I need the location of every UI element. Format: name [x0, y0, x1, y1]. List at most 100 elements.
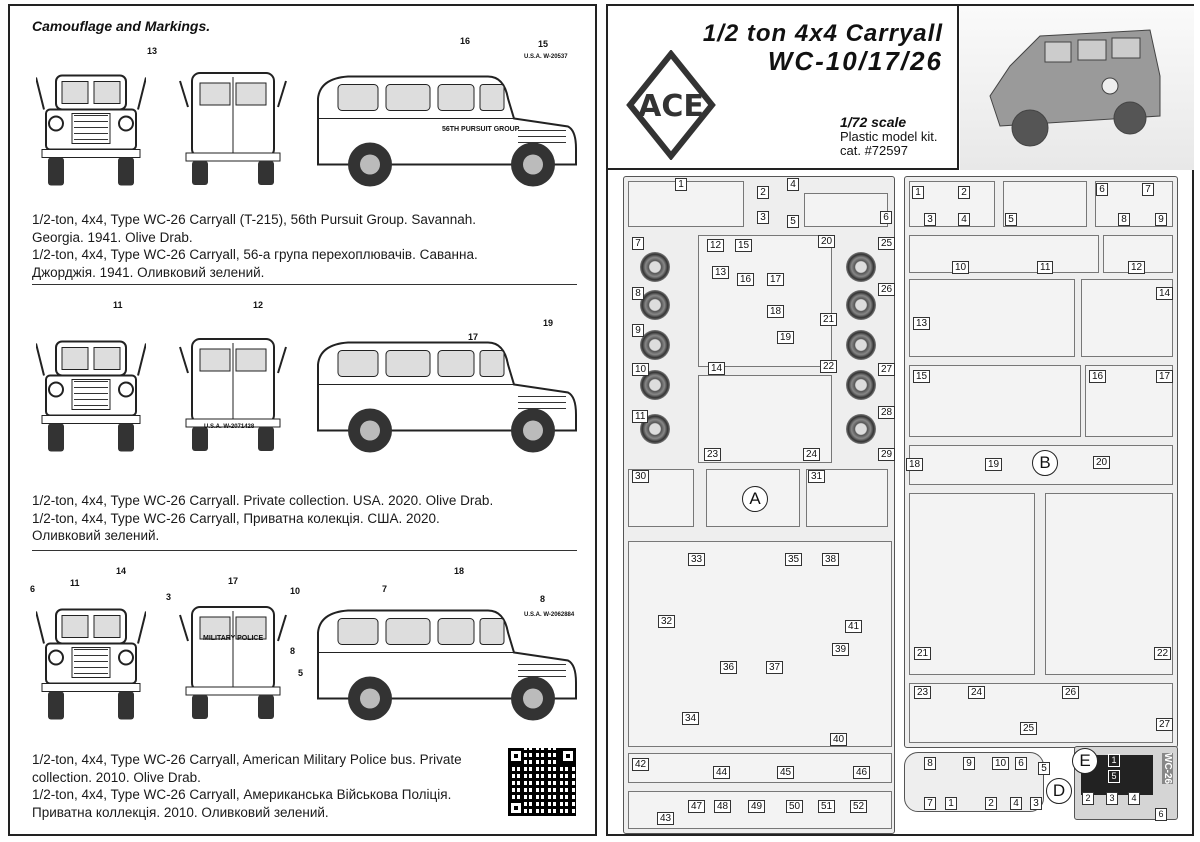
wheel-part [846, 290, 876, 320]
part-number-a: 51 [818, 800, 836, 813]
part-number-a: 50 [786, 800, 804, 813]
sprue-cell [909, 683, 1173, 743]
part-number-a: 38 [822, 553, 840, 566]
part-number-a: 41 [845, 620, 863, 633]
part-number-d: 9 [963, 757, 975, 770]
serial-marking: U.S.A. W-20537 [524, 54, 568, 60]
callout: 16 [460, 36, 471, 46]
part-number-e: 6 [1155, 808, 1167, 821]
side-marking: 56TH PURSUIT GROUP [442, 126, 520, 133]
part-number-a: 48 [714, 800, 732, 813]
caption-line: 1/2-ton, 4x4, Type WC-26 Carryall. Priva… [32, 493, 494, 508]
part-number-a: 3 [757, 211, 769, 224]
part-number-b: 23 [914, 686, 932, 699]
vehicle-rear-view [178, 596, 288, 726]
part-number-a: 29 [878, 448, 896, 461]
part-number-a: 26 [878, 283, 896, 296]
scheme-caption: 1/2-ton, 4x4, Type WC-26 Carryall (T-215… [32, 211, 552, 281]
part-number-b: 11 [1037, 261, 1054, 274]
part-number-d: 8 [924, 757, 936, 770]
sprue-cell [909, 493, 1035, 675]
part-number-a: 10 [632, 363, 650, 376]
svg-text:ACE: ACE [638, 89, 704, 124]
wheel-part [846, 252, 876, 282]
part-number-a: 47 [688, 800, 706, 813]
part-number-a: 42 [632, 758, 650, 771]
part-number-b: 22 [1154, 647, 1172, 660]
kit-scale: 1/72 scale [840, 114, 907, 130]
part-number-a: 40 [830, 733, 848, 746]
part-number-a: 7 [632, 237, 644, 250]
part-number-b: 16 [1089, 370, 1107, 383]
part-number-b: 15 [913, 370, 931, 383]
part-number-a: 13 [712, 266, 730, 279]
section-title: Camouflage and Markings. [32, 18, 211, 34]
part-number-a: 37 [766, 661, 784, 674]
sprue-cell [806, 469, 888, 527]
part-number-b: 5 [1005, 213, 1017, 226]
qr-code[interactable] [508, 748, 576, 816]
callout: 10 [290, 586, 301, 596]
divider [32, 284, 577, 285]
part-number-e: 3 [1106, 792, 1118, 805]
photoetch-tag: WC-26 [1162, 753, 1173, 785]
sprue-a-letter: A [742, 486, 768, 512]
vehicle-front-view [36, 326, 146, 461]
part-number-a: 31 [808, 470, 826, 483]
sprue-cell [628, 541, 892, 747]
part-number-b: 17 [1156, 370, 1174, 383]
callout: 3 [166, 592, 172, 602]
caption-line: 1/2-ton, 4x4, Type WC-26 Carryall, Прива… [32, 510, 440, 526]
part-number-b: 1 [912, 186, 924, 199]
ace-logo: ACE [626, 50, 716, 160]
caption-line: Приватна коллекція. 2010. Оливковий зеле… [32, 804, 329, 820]
part-number-a: 28 [878, 406, 896, 419]
part-number-a: 22 [820, 360, 838, 373]
part-number-b: 27 [1156, 718, 1174, 731]
part-number-a: 2 [757, 186, 769, 199]
part-number-d: 4 [1010, 797, 1022, 810]
scheme-caption: 1/2-ton, 4x4, Type WC-26 Carryall, Ameri… [32, 751, 502, 821]
caption-line: Оливковий зелений. [32, 528, 160, 543]
callout: 17 [468, 332, 479, 342]
part-number-a: 46 [853, 766, 871, 779]
callout: 12 [253, 300, 264, 310]
part-number-b: 18 [906, 458, 924, 471]
part-number-a: 14 [708, 362, 726, 375]
part-number-a: 30 [632, 470, 650, 483]
callout: 17 [228, 576, 239, 586]
scheme-caption: 1/2-ton, 4x4, Type WC-26 Carryall. Priva… [32, 492, 552, 545]
part-number-d: 3 [1030, 797, 1042, 810]
callout: 13 [147, 46, 158, 56]
model-photo [960, 6, 1194, 170]
part-number-d: 10 [992, 757, 1010, 770]
part-number-b: 20 [1093, 456, 1111, 469]
vehicle-side-view [308, 600, 578, 725]
part-number-a: 44 [713, 766, 731, 779]
caption-line: Georgia. 1941. Olive Drab. [32, 229, 193, 245]
part-number-a: 15 [735, 239, 753, 252]
camouflage-markings-panel: Camouflage and Markings. 13 16 15 56TH P… [8, 4, 597, 836]
part-number-a: 5 [787, 215, 799, 228]
callout: 18 [454, 566, 465, 576]
part-number-b: 6 [1096, 183, 1108, 196]
part-number-a: 6 [880, 211, 892, 224]
part-number-a: 32 [658, 615, 676, 628]
part-number-a: 52 [850, 800, 868, 813]
sprue-cell [909, 365, 1081, 437]
wheel-part [640, 290, 670, 320]
part-number-b: 3 [924, 213, 936, 226]
kit-model: WC-10/17/26 [767, 46, 943, 76]
sprue-d-letter: D [1046, 778, 1072, 804]
callout: 19 [543, 318, 554, 328]
vehicle-rear-view [178, 62, 288, 192]
vehicle-front-view [36, 594, 146, 729]
part-number-a: 12 [707, 239, 725, 252]
part-number-a: 1 [675, 178, 687, 191]
part-number-b: 19 [985, 458, 1003, 471]
sprue-b-letter: B [1032, 450, 1058, 476]
sprue-cell [909, 235, 1099, 273]
callout: 11 [70, 578, 80, 588]
part-number-e: 4 [1128, 792, 1140, 805]
serial-marking: U.S.A. W-2071428 [204, 424, 255, 430]
